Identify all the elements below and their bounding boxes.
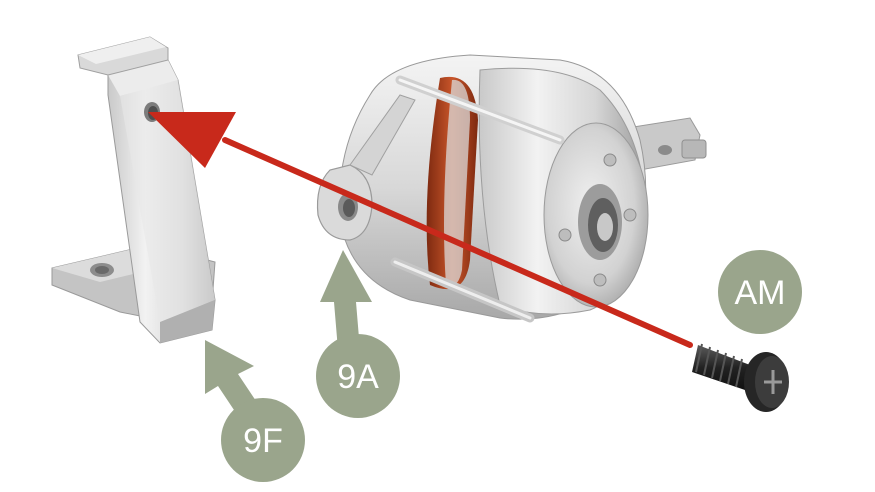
callout-9a: 9A [316, 250, 400, 418]
callout-am: AM [718, 250, 802, 334]
bracket-part [51, 36, 216, 344]
callout-9f: 9F [205, 340, 305, 482]
label-9f: 9F [243, 422, 283, 460]
label-am: AM [735, 274, 786, 312]
alternator-part [316, 54, 707, 323]
assembly-arrow [148, 112, 693, 348]
label-9a: 9A [337, 358, 379, 396]
screw-part [692, 343, 789, 412]
